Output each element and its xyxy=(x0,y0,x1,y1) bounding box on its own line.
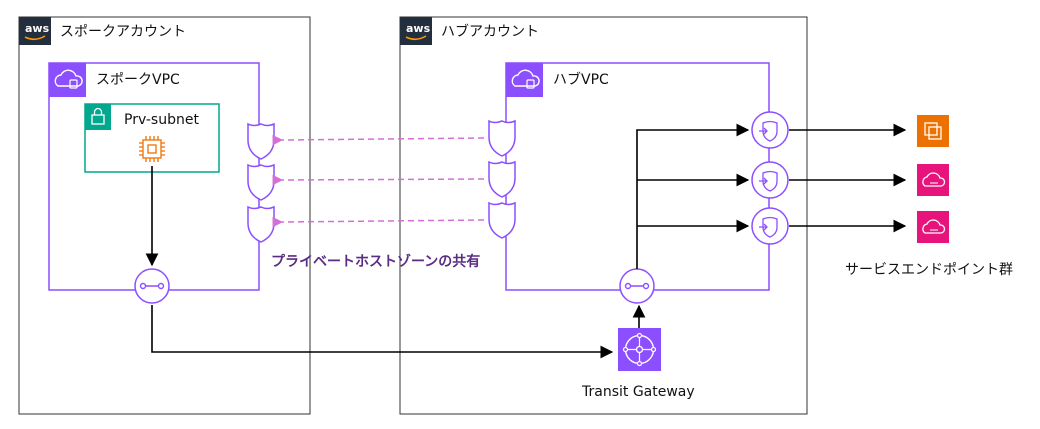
hub-account-box: aws ハブアカウント xyxy=(399,16,808,415)
transit-gateway-icon xyxy=(618,328,661,371)
aws-logo-icon: aws xyxy=(400,17,432,45)
hosted-zone-shield-icon xyxy=(488,160,516,198)
ec2-instance-icon xyxy=(139,136,165,162)
transit-gateway-label: Transit Gateway xyxy=(581,384,695,400)
aws-badge-text: aws xyxy=(406,22,431,35)
hub-vpc-title: ハブVPC xyxy=(553,71,609,88)
service-endpoint-icon xyxy=(917,164,949,196)
hosted-zone-shield-icon xyxy=(247,163,275,201)
spoke-vpc-box: スポークVPC xyxy=(48,62,260,291)
traffic-flow-arrows xyxy=(145,123,907,359)
hosted-zone-shield-icon xyxy=(488,119,516,157)
hub-account-title: ハブアカウント xyxy=(441,23,539,40)
service-endpoints-label: サービスエンドポイント群 xyxy=(845,262,1013,278)
aws-badge-text: aws xyxy=(25,22,50,35)
tgw-attachment-icon xyxy=(619,268,655,304)
phz-share-label: プライベートホストゾーンの共有 xyxy=(271,253,480,270)
vpc-endpoint-icon xyxy=(751,161,789,199)
vpc-cloud-icon xyxy=(49,63,86,97)
hosted-zone-shield-icon xyxy=(488,201,516,239)
service-endpoint-icon xyxy=(917,211,949,243)
private-subnet-box: Prv-subnet xyxy=(84,103,220,173)
subnet-title: Prv-subnet xyxy=(124,112,199,128)
aws-logo-icon: aws xyxy=(19,17,51,45)
hosted-zone-shield-icon xyxy=(247,122,275,160)
ec2-service-icon xyxy=(917,115,949,147)
spoke-vpc-title: スポークVPC xyxy=(96,72,180,88)
vpc-cloud-icon xyxy=(506,63,543,97)
phz-share-arrows xyxy=(272,134,485,228)
vpc-endpoint-icon xyxy=(751,207,789,245)
hosted-zone-shield-icon xyxy=(247,205,275,243)
tgw-attachment-icon xyxy=(134,268,170,304)
spoke-account-title: スポークアカウント xyxy=(60,24,186,40)
padlock-icon xyxy=(85,104,111,130)
vpc-endpoint-icon xyxy=(751,111,789,149)
spoke-account-box: aws スポークアカウント xyxy=(18,16,311,415)
